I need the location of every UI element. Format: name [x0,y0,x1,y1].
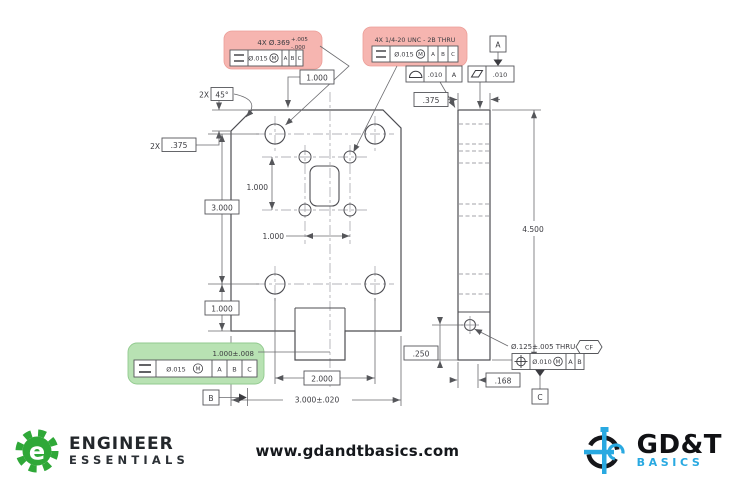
profile-datum: A [452,71,457,79]
fcf-datum-1: A [568,358,573,366]
fcf-datum-1: A [217,365,222,373]
pattern-horizontal: 1.000 [263,232,285,241]
center-cutout [309,165,340,207]
fcf-tolerance: Ø.010 [532,358,552,366]
mmc-modifier-icon [269,53,279,63]
chamfer-size: .375 [171,141,188,150]
profile-tolerance: .010 [428,71,442,79]
position-symbol [139,364,151,373]
fcf-datum-2: B [232,365,236,373]
pin-hole-height: .250 [413,350,430,359]
fcf-datum-3: C [247,365,252,373]
callout-pattern-holes: 4X Ø.369 +.005 -.000 Ø.015 M A B C [223,30,350,126]
corner-holes [264,123,386,295]
fcf-datum-1: A [284,56,288,62]
position-symbol [376,50,386,58]
mmc-modifier-icon [553,356,563,367]
hidden-lines [459,123,489,295]
position-target-icon [583,427,625,474]
fcf-datum-1: A [431,52,435,58]
pattern-holes-label: 4X Ø.369 [257,39,290,47]
overall-height: 4.500 [522,225,544,234]
fcf-datum-2: B [291,56,295,62]
website-url: www.gdandtbasics.com [255,442,460,460]
fcf-modifier: M [418,52,423,58]
datum-a-triangle [493,59,503,66]
surface-profile-fcf: .010 A [405,65,463,83]
fcf-datum-2: B [577,358,581,366]
dimension-labels: 2X 45° 2X .375 3.000 1.000 1.000 1.000 1… [150,69,552,405]
brand-left-sub: ESSENTIALS [69,452,190,467]
profile-of-surface-symbol [408,70,423,78]
engineer-essentials-logo: e ENGINEER ESSENTIALS [14,428,189,474]
gear-e-icon: e [15,429,59,473]
gdt-basics-logo: GD&T BASICS [582,426,722,476]
pin-hole-label: Ø.125±.005 THRU [511,343,575,351]
fcf-tolerance: Ø.015 [166,365,186,373]
flatness-tolerance: .010 [493,71,507,79]
gear-letter: e [29,438,45,466]
fcf-tolerance: Ø.015 [248,55,268,63]
callout-tapped-holes: 4X 1/4-20 UNC - 2B THRU Ø.015 M A B C [353,26,468,153]
fcf-datum-3: C [298,56,302,62]
tapped-holes [298,150,357,217]
pin-hole-callout: Ø.125±.005 THRU CF Ø.010 M A B [511,340,603,370]
fcf-tolerance: Ø.015 [394,51,414,59]
side-view [457,109,491,361]
datum-c-triangle [535,369,545,377]
datum-a-label: A [495,41,501,50]
fcf-datum-3: C [451,52,455,58]
top-hole-offset: 1.000 [306,74,328,83]
chamfer-angle: 45° [215,91,229,100]
flatness-symbol [470,70,484,78]
pin-hole-fcf: Ø.010 M A B [511,353,585,370]
thickness: .375 [423,96,440,105]
continuous-feature-label: CF [585,344,594,352]
tab-fcf: Ø.015 M A B C [133,359,258,378]
callout-tab: 1.000±.008 Ø.015 M A B C [127,342,330,385]
pin-hole-offset: .168 [495,377,512,386]
datum-symbols: A B C [202,35,549,406]
brand-left-name: ENGINEER [69,433,174,454]
engineering-drawing: 4X Ø.369 +.005 -.000 Ø.015 M A B C 4X 1/… [127,26,603,406]
brand-right-sub: BASICS [636,456,704,470]
bottom-row-offset: 1.000 [211,305,233,314]
chamfer-size-qty: 2X [150,142,160,151]
fcf-modifier: M [556,360,561,366]
mmc-modifier-icon [415,49,426,59]
pattern-holes-tol-plus: +.005 [291,37,308,43]
bottom-holes-span: 2.000 [311,375,333,384]
fcf-modifier: M [272,56,277,62]
pattern-holes-tol-minus: -.000 [291,45,306,51]
footer: e ENGINEER ESSENTIALS www.gdandtbasics.c… [0,422,736,480]
hole-rows-span: 3.000 [211,204,233,213]
datum-b-label: B [208,394,213,403]
centerlines [256,92,394,390]
tapped-holes-fcf: Ø.015 M A B C [371,45,459,63]
datum-b-triangle [239,393,247,402]
mmc-modifier-icon [192,363,203,374]
chamfer-angle-qty: 2X [199,91,209,100]
position-symbol [234,54,244,62]
datum-c-label: C [537,393,542,402]
brand-right-name: GD&T [636,429,722,460]
true-position-symbol [514,355,528,368]
pattern-vertical: 1.000 [247,183,269,192]
front-view [230,109,402,361]
tapped-holes-label: 4X 1/4-20 UNC - 2B THRU [375,37,456,44]
tab-label: 1.000±.008 [213,350,255,358]
overall-width: 3.000±.020 [295,396,340,405]
fcf-datum-2: B [441,52,445,58]
pattern-holes-fcf: Ø.015 M A B C [229,49,304,67]
fcf-modifier: M [196,367,201,373]
flatness-fcf: .010 [467,65,515,83]
